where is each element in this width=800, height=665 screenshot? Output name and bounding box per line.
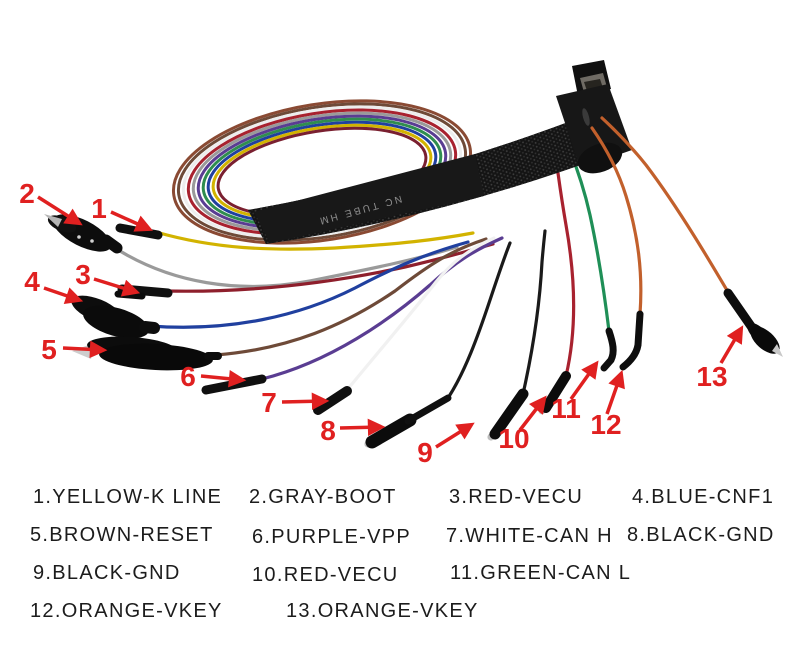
legend-item-10: 10.RED-VECU — [252, 564, 399, 586]
arrow-1 — [110, 210, 153, 232]
wire-yellow-k-line — [154, 230, 475, 251]
legend-item-6: 6.PURPLE-VPP — [252, 526, 411, 548]
legend-item-12: 12.ORANGE-VKEY — [30, 600, 223, 622]
wire-orange-vkey-12 — [590, 126, 643, 316]
connector-highlight — [582, 108, 590, 126]
heat-shrink-tube — [254, 154, 484, 243]
alligator-clip-13 — [723, 288, 783, 357]
arrow-4 — [43, 286, 84, 305]
arrow-6 — [200, 370, 247, 388]
arrow-3 — [93, 277, 141, 297]
marker-number-13: 13 — [696, 361, 727, 392]
marker-number-12: 12 — [590, 409, 621, 440]
marker-number-8: 8 — [320, 415, 336, 446]
legend-item-3: 3.RED-VECU — [449, 486, 584, 508]
annotation-numbers: 1 2 3 4 5 6 7 8 9 10 11 12 13 — [19, 178, 727, 468]
clip-tip — [772, 344, 783, 357]
arrow-5 — [62, 340, 108, 359]
marker-number-5: 5 — [41, 334, 57, 365]
legend-item-1: 1.YELLOW-K LINE — [33, 486, 223, 508]
marker-number-11: 11 — [551, 393, 581, 424]
marker-number-3: 3 — [75, 259, 91, 290]
probe-8 — [364, 394, 452, 449]
wire-white-can-h — [345, 236, 496, 392]
pin-connector-1 — [115, 223, 163, 240]
legend-item-2: 2.GRAY-BOOT — [249, 486, 397, 508]
braided-sleeve: NC TUBE HM — [248, 110, 622, 244]
marker-number-9: 9 — [417, 437, 433, 468]
marker-number-6: 6 — [180, 361, 196, 392]
marker-number-7: 7 — [261, 387, 277, 418]
arrow-10 — [518, 395, 547, 432]
legend-item-7: 7.WHITE-CAN H — [446, 525, 613, 547]
arrow-12 — [605, 369, 625, 415]
annotation-arrows — [37, 195, 744, 449]
arrow-7 — [281, 392, 330, 411]
legend-item-5: 5.BROWN-RESET — [30, 524, 214, 546]
legend-item-9: 9.BLACK-GND — [33, 562, 181, 584]
wire-blue-cnf1 — [148, 240, 470, 329]
wire-green-can-l — [567, 146, 611, 333]
clip-tip — [44, 214, 62, 227]
wire-red-vecu-10 — [555, 164, 576, 378]
wire-brown-reset — [214, 237, 488, 357]
wire-black-gnd-9 — [521, 229, 547, 396]
coil-strand — [176, 102, 468, 242]
obd-connector — [556, 60, 632, 174]
alligator-clip-5 — [72, 336, 222, 371]
wire-tip-11 — [600, 327, 617, 372]
arrow-2 — [37, 195, 83, 226]
marker-number-10: 10 — [498, 423, 529, 454]
harness-photo: NC TUBE HM — [19, 60, 783, 468]
marker-number-1: 1 — [91, 193, 107, 224]
wire-purple-vpp — [260, 236, 504, 381]
legend-item-13: 13.ORANGE-VKEY — [286, 600, 479, 622]
legend-item-11: 11.GREEN-CAN L — [450, 562, 632, 584]
wire-tip-12 — [619, 310, 644, 371]
arrow-8 — [339, 418, 386, 437]
wire-black-gnd-8 — [446, 241, 512, 400]
legend-item-8: 8.BLACK-GND — [627, 524, 775, 546]
wire-red-vecu-3 — [164, 242, 495, 293]
marker-number-2: 2 — [19, 178, 35, 209]
arrow-13 — [719, 325, 744, 364]
coil-strand — [171, 99, 473, 245]
probe-9 — [487, 388, 529, 441]
coil-strand — [181, 105, 463, 239]
marker-number-4: 4 — [24, 266, 40, 297]
legend-item-4: 4.BLUE-CNF1 — [632, 486, 775, 508]
arrow-9 — [435, 422, 475, 449]
connector-base — [577, 142, 623, 174]
arrow-11 — [569, 360, 599, 401]
